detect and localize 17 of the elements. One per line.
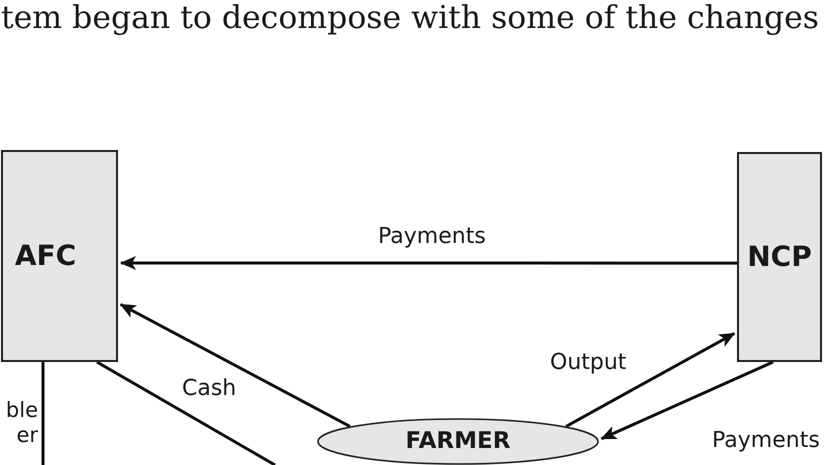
arrow [120, 256, 737, 270]
entity-box [737, 152, 822, 362]
arrow [600, 360, 774, 440]
node-label: NCP [747, 240, 812, 274]
node-label: FARMER [406, 428, 510, 455]
edge-label: Payments [378, 224, 486, 250]
arrow [120, 303, 351, 428]
edge-label: Payments [712, 428, 820, 454]
entity-ellipse [317, 418, 599, 465]
connector-line [42, 362, 44, 465]
arrow [565, 332, 736, 428]
edge-label: Output [550, 350, 626, 376]
entity-box [1, 150, 118, 362]
text-fragment: ble er [4, 398, 38, 448]
node-label: AFC [14, 240, 76, 272]
body-text: tem began to decompose with some of the changes [1, 0, 819, 38]
connector-line [96, 360, 276, 465]
